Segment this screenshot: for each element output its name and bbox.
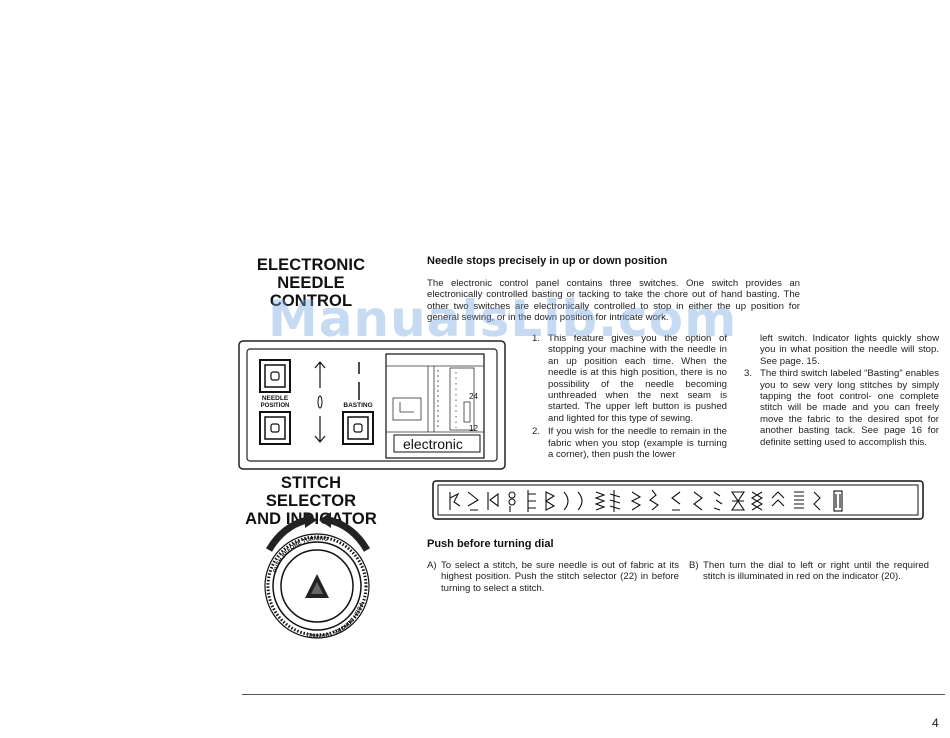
list-number: 2. xyxy=(532,426,541,438)
stitch-icon-16 xyxy=(730,491,746,511)
control-panel-illustration: NEEDLE POSITION BASTING xyxy=(238,340,506,470)
stitch-icon-20 xyxy=(813,491,821,511)
basting-button xyxy=(342,411,374,445)
needle-icon xyxy=(317,395,323,409)
stitch-icon-18 xyxy=(771,491,785,507)
page-number: 4 xyxy=(932,716,939,730)
basting-label: BASTING xyxy=(343,402,372,409)
heading-line: STITCH SELECTOR xyxy=(265,474,357,510)
list-text: If you wish for the needle to remain in … xyxy=(548,426,727,461)
stitch-icon-2 xyxy=(467,491,479,511)
rotate-right-arrow-icon xyxy=(319,512,371,552)
stitch-icon-17 xyxy=(750,491,764,511)
stitch-indicator-strip xyxy=(432,480,924,520)
stitch-icon-19 xyxy=(794,491,804,509)
stitch-icon-13 xyxy=(671,491,681,511)
stitch-icon-3 xyxy=(487,492,499,510)
needle-intro-paragraph: The electronic control panel contains th… xyxy=(427,278,800,324)
stitch-icon-8 xyxy=(577,491,583,511)
section-heading-electronic: ELECTRONIC NEEDLE CONTROL xyxy=(236,256,386,310)
stitch-icon-5 xyxy=(527,490,536,512)
list-number: B) xyxy=(689,560,699,571)
list-number: 3. xyxy=(744,368,753,380)
push-column-left: A) To select a stitch, be sure needle is… xyxy=(427,560,679,594)
stitch-icon-11 xyxy=(630,491,642,511)
stitch-icon-21 xyxy=(833,490,843,512)
push-triangle-icon xyxy=(305,574,329,598)
needle-column-left: 1. This feature gives you the option of … xyxy=(532,333,727,460)
stitch-icon-10 xyxy=(609,490,621,512)
needle-label-1: NEEDLE xyxy=(262,395,289,402)
needle-section-title: Needle stops precisely in up or down pos… xyxy=(427,255,668,267)
list-text: To select a stitch, be sure needle is ou… xyxy=(441,560,679,594)
list-text: This feature gives you the option of sto… xyxy=(548,333,727,424)
stitch-icon-14 xyxy=(693,491,703,511)
stitch-icon-4 xyxy=(508,491,516,512)
list-item: 3. The third switch labeled “Basting” en… xyxy=(744,368,939,448)
list-item: left switch. Indicator lights quickly sh… xyxy=(744,333,939,367)
list-item: 2. If you wish for the needle to remain … xyxy=(532,426,727,460)
stitch-icon-15 xyxy=(713,491,723,511)
stitch-icon-7 xyxy=(563,491,569,511)
list-number: A) xyxy=(427,560,437,571)
needle-label-2: POSITION xyxy=(261,403,290,409)
watermark: ManualsLib.com xyxy=(268,290,738,348)
down-arrow-icon xyxy=(314,416,326,443)
list-text: The third switch labeled “Basting” enabl… xyxy=(760,368,939,448)
push-column-right: B) Then turn the dial to left or right u… xyxy=(689,560,929,583)
stitch-icon-12 xyxy=(649,489,659,511)
list-text: Then turn the dial to left or right unti… xyxy=(703,560,929,583)
needle-column-right: left switch. Indicator lights quickly sh… xyxy=(744,333,939,448)
heading-line: NEEDLE CONTROL xyxy=(269,274,353,310)
list-text: left switch. Indicator lights quickly sh… xyxy=(760,333,939,367)
brand-label: electronic xyxy=(403,436,463,452)
push-section-title: Push before turning dial xyxy=(427,538,554,550)
stitch-length-12: 12 xyxy=(469,424,478,433)
needle-position-down-button xyxy=(259,411,291,445)
stitch-length-24: 24 xyxy=(469,392,478,401)
heading-line: ELECTRONIC xyxy=(256,256,366,274)
list-item: A) To select a stitch, be sure needle is… xyxy=(427,560,679,594)
rotate-left-arrow-icon xyxy=(265,512,317,552)
footer-rule xyxy=(242,694,945,695)
list-item: 1. This feature gives you the option of … xyxy=(532,333,727,424)
stitch-icon-9 xyxy=(594,491,606,511)
up-arrow-icon xyxy=(314,361,326,388)
needle-position-up-button xyxy=(259,359,291,393)
stitch-icon-6 xyxy=(544,491,556,511)
list-number: 1. xyxy=(532,333,541,344)
list-item: B) Then turn the dial to left or right u… xyxy=(689,560,929,583)
stitch-selector-dial-illustration: PUSH BEFORE TURNING PUSH BEFORE TURNING xyxy=(264,512,371,639)
stitch-icon-1 xyxy=(449,492,461,510)
